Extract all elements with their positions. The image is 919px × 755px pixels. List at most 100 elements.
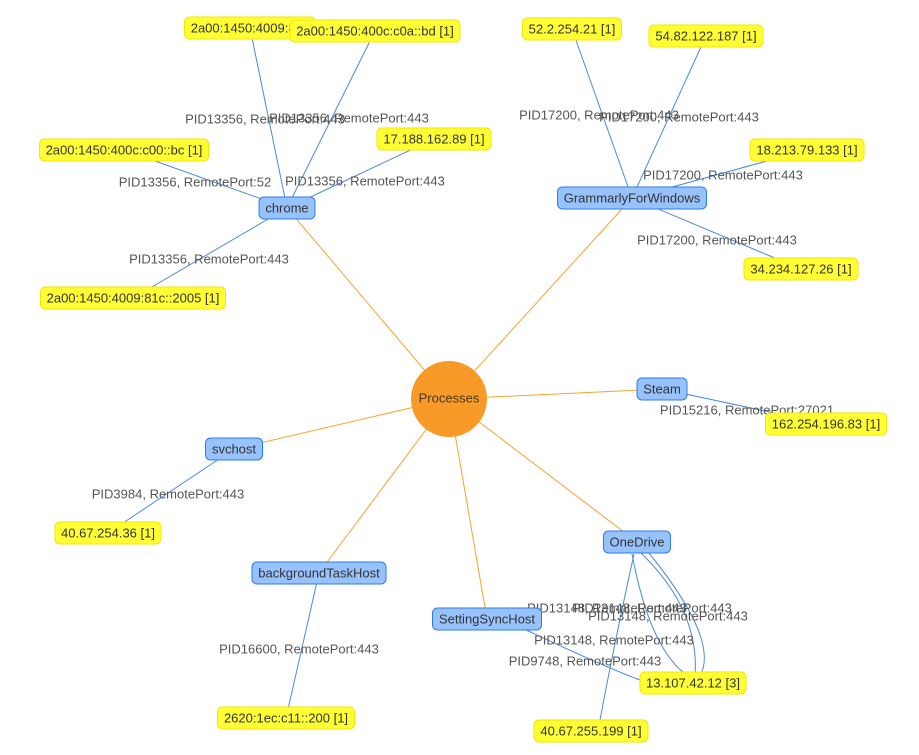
- node-ip-162-254-196-83[interactable]: 162.254.196.83 [1]: [765, 412, 887, 436]
- node-label: 34.234.127.26 [1]: [750, 261, 851, 276]
- node-ip-17-188-162-89[interactable]: 17.188.162.89 [1]: [376, 127, 492, 151]
- node-steam[interactable]: Steam: [636, 377, 688, 401]
- node-label: backgroundTaskHost: [258, 565, 380, 580]
- ip-node-box[interactable]: [639, 671, 747, 695]
- edge-backgroundtaskhost-ip-2620-1ec-c11-200-18: [285, 572, 320, 719]
- node-ip-40-67-254-36[interactable]: 40.67.254.36 [1]: [54, 521, 162, 545]
- process-node-box[interactable]: [205, 437, 263, 461]
- edge-processes-onedrive-6: [448, 398, 638, 543]
- node-label: 162.254.196.83 [1]: [772, 416, 880, 431]
- edge-label-ip-54-82-122-187-13: PID17200, RemotePort:443: [599, 109, 759, 124]
- edge-svchost-ip-40-67-254-36-17: [107, 448, 235, 534]
- edge-label-ip-2a00-400c-c0a-bd-8: PID13356, RemotePort:443: [269, 110, 429, 125]
- ip-node-box[interactable]: [40, 286, 226, 310]
- node-label: svchost: [212, 441, 256, 456]
- edge-processes-grammarly-1: [448, 197, 633, 400]
- ip-node-box[interactable]: [648, 24, 764, 48]
- ip-node-box[interactable]: [765, 412, 887, 436]
- edge-label-ip-2620-1ec-c11-200-18: PID16600, RemotePort:443: [219, 641, 379, 656]
- edge-label-ip-18-213-79-133-14: PID17200, RemotePort:443: [643, 167, 803, 182]
- edge-processes-chrome-0: [286, 207, 450, 400]
- edge-label-ip-2a00-4009-81c-2005-11: PID13356, RemotePort:443: [129, 251, 289, 266]
- node-label: 2a00:1450:4009:81c: [191, 20, 310, 35]
- node-ip-52-2-254-21[interactable]: 52.2.254.21 [1]: [522, 17, 622, 41]
- edge-label-ip-40-67-255-199-23: PID13148, RemotePort:443: [527, 600, 687, 615]
- node-ip-18-213-79-133[interactable]: 18.213.79.133 [1]: [749, 138, 865, 162]
- edge-label-ip-13-107-42-12-20: PID13148, RemotePort:443: [572, 600, 732, 615]
- ip-node-box[interactable]: [289, 19, 461, 43]
- edge-grammarly-ip-34-234-127-26-15: [631, 197, 802, 270]
- edge-label-ip-52-2-254-21-12: PID17200, RemotePort:443: [519, 107, 679, 122]
- process-node-box[interactable]: [251, 561, 387, 585]
- edge-chrome-ip-2a00-4009-81c-2005-11: [132, 207, 288, 299]
- node-ip-2620-1ec-c11-200[interactable]: 2620:1ec:c11::200 [1]: [217, 706, 355, 730]
- node-label: GrammarlyForWindows: [564, 190, 701, 205]
- node-label: OneDrive: [610, 534, 665, 549]
- node-backgroundtaskhost[interactable]: backgroundTaskHost: [251, 561, 387, 585]
- node-ip-2a00-4009-81c-2005[interactable]: 2a00:1450:4009:81c::2005 [1]: [40, 286, 226, 310]
- node-label: 2a00:1450:4009:81c::2005 [1]: [47, 290, 220, 305]
- processes-hub-circle[interactable]: [411, 361, 487, 437]
- node-label: 40.67.255.199 [1]: [540, 723, 641, 738]
- ip-node-box[interactable]: [743, 257, 859, 281]
- node-label: 2a00:1450:400c:c0a::bd [1]: [296, 23, 454, 38]
- process-node-box[interactable]: [258, 196, 316, 220]
- edge-settingsynchost-ip-13-107-42-12-19: [519, 626, 641, 681]
- process-node-box[interactable]: [432, 607, 542, 631]
- edge-onedrive-ip-13-107-42-12-21: [631, 553, 689, 677]
- edge-label-ip-2a00-400c-c00-bc-9: PID13356, RemotePort:52: [119, 174, 271, 189]
- ip-node-box[interactable]: [749, 138, 865, 162]
- node-label: 2620:1ec:c11::200 [1]: [224, 710, 348, 725]
- node-label: 2a00:1450:400c:c00::bc [1]: [46, 142, 203, 157]
- ip-node-box[interactable]: [522, 17, 622, 41]
- node-label: Processes: [419, 390, 480, 405]
- process-node-box[interactable]: [557, 186, 707, 210]
- ip-node-box[interactable]: [217, 706, 355, 730]
- node-label: 18.213.79.133 [1]: [756, 142, 857, 157]
- edge-onedrive-ip-13-107-42-12-22: [647, 551, 705, 677]
- ip-node-box[interactable]: [54, 521, 162, 545]
- node-grammarly[interactable]: GrammarlyForWindows: [557, 186, 707, 210]
- node-ip-13-107-42-12[interactable]: 13.107.42.12 [3]: [639, 671, 747, 695]
- node-ip-40-67-255-199[interactable]: 40.67.255.199 [1]: [533, 719, 649, 743]
- node-label: 40.67.254.36 [1]: [61, 525, 155, 540]
- edge-grammarly-ip-52-2-254-21-12: [571, 28, 633, 199]
- node-chrome[interactable]: chrome: [258, 196, 316, 220]
- node-label: Steam: [643, 381, 681, 396]
- edge-chrome-ip-2a00-4009-81c-a-7: [249, 27, 288, 209]
- node-ip-2a00-400c-c00-bc[interactable]: 2a00:1450:400c:c00::bc [1]: [39, 138, 209, 162]
- edge-onedrive-ip-40-67-255-199-23: [599, 553, 635, 721]
- node-label: 54.82.122.187 [1]: [655, 28, 756, 43]
- edge-label-ip-17-188-162-89-10: PID13356, RemotePort:443: [285, 173, 445, 188]
- edge-grammarly-ip-54-82-122-187-13: [631, 35, 707, 199]
- node-label: 52.2.254.21 [1]: [529, 21, 616, 36]
- process-node-box[interactable]: [603, 530, 671, 554]
- node-label: SettingSyncHost: [439, 611, 535, 626]
- node-settingsynchost[interactable]: SettingSyncHost: [432, 607, 542, 631]
- node-processes[interactable]: Processes: [411, 361, 487, 437]
- node-label: 17.188.162.89 [1]: [383, 131, 484, 146]
- node-onedrive[interactable]: OneDrive: [603, 530, 671, 554]
- edge-onedrive-ip-13-107-42-12-20: [639, 551, 696, 677]
- edge-label-ip-40-67-254-36-17: PID3984, RemotePort:443: [92, 486, 244, 501]
- node-ip-2a00-4009-81c-a[interactable]: 2a00:1450:4009:81c: [184, 16, 316, 40]
- ip-node-box[interactable]: [533, 719, 649, 743]
- node-label: 13.107.42.12 [3]: [646, 675, 740, 690]
- edge-chrome-ip-2a00-400c-c0a-bd-8: [286, 30, 376, 209]
- edge-label-ip-2a00-4009-81c-a-7: PID13356, RemotePort:443: [185, 111, 345, 126]
- edge-label-ip-13-107-42-12-21: PID13148, RemotePort:443: [588, 608, 748, 623]
- node-ip-54-82-122-187[interactable]: 54.82.122.187 [1]: [648, 24, 764, 48]
- node-ip-34-234-127-26[interactable]: 34.234.127.26 [1]: [743, 257, 859, 281]
- node-svchost[interactable]: svchost: [205, 437, 263, 461]
- ip-node-box[interactable]: [376, 127, 492, 151]
- node-ip-2a00-400c-c0a-bd[interactable]: 2a00:1450:400c:c0a::bd [1]: [289, 19, 461, 43]
- edge-label-ip-13-107-42-12-19: PID9748, RemotePort:443: [509, 653, 661, 668]
- edge-label-ip-13-107-42-12-22: PID13148, RemotePort:443: [534, 632, 694, 647]
- edge-label-ip-34-234-127-26-15: PID17200, RemotePort:443: [637, 232, 797, 247]
- node-label: chrome: [265, 200, 308, 215]
- process-node-box[interactable]: [636, 377, 688, 401]
- ip-node-box[interactable]: [39, 138, 209, 162]
